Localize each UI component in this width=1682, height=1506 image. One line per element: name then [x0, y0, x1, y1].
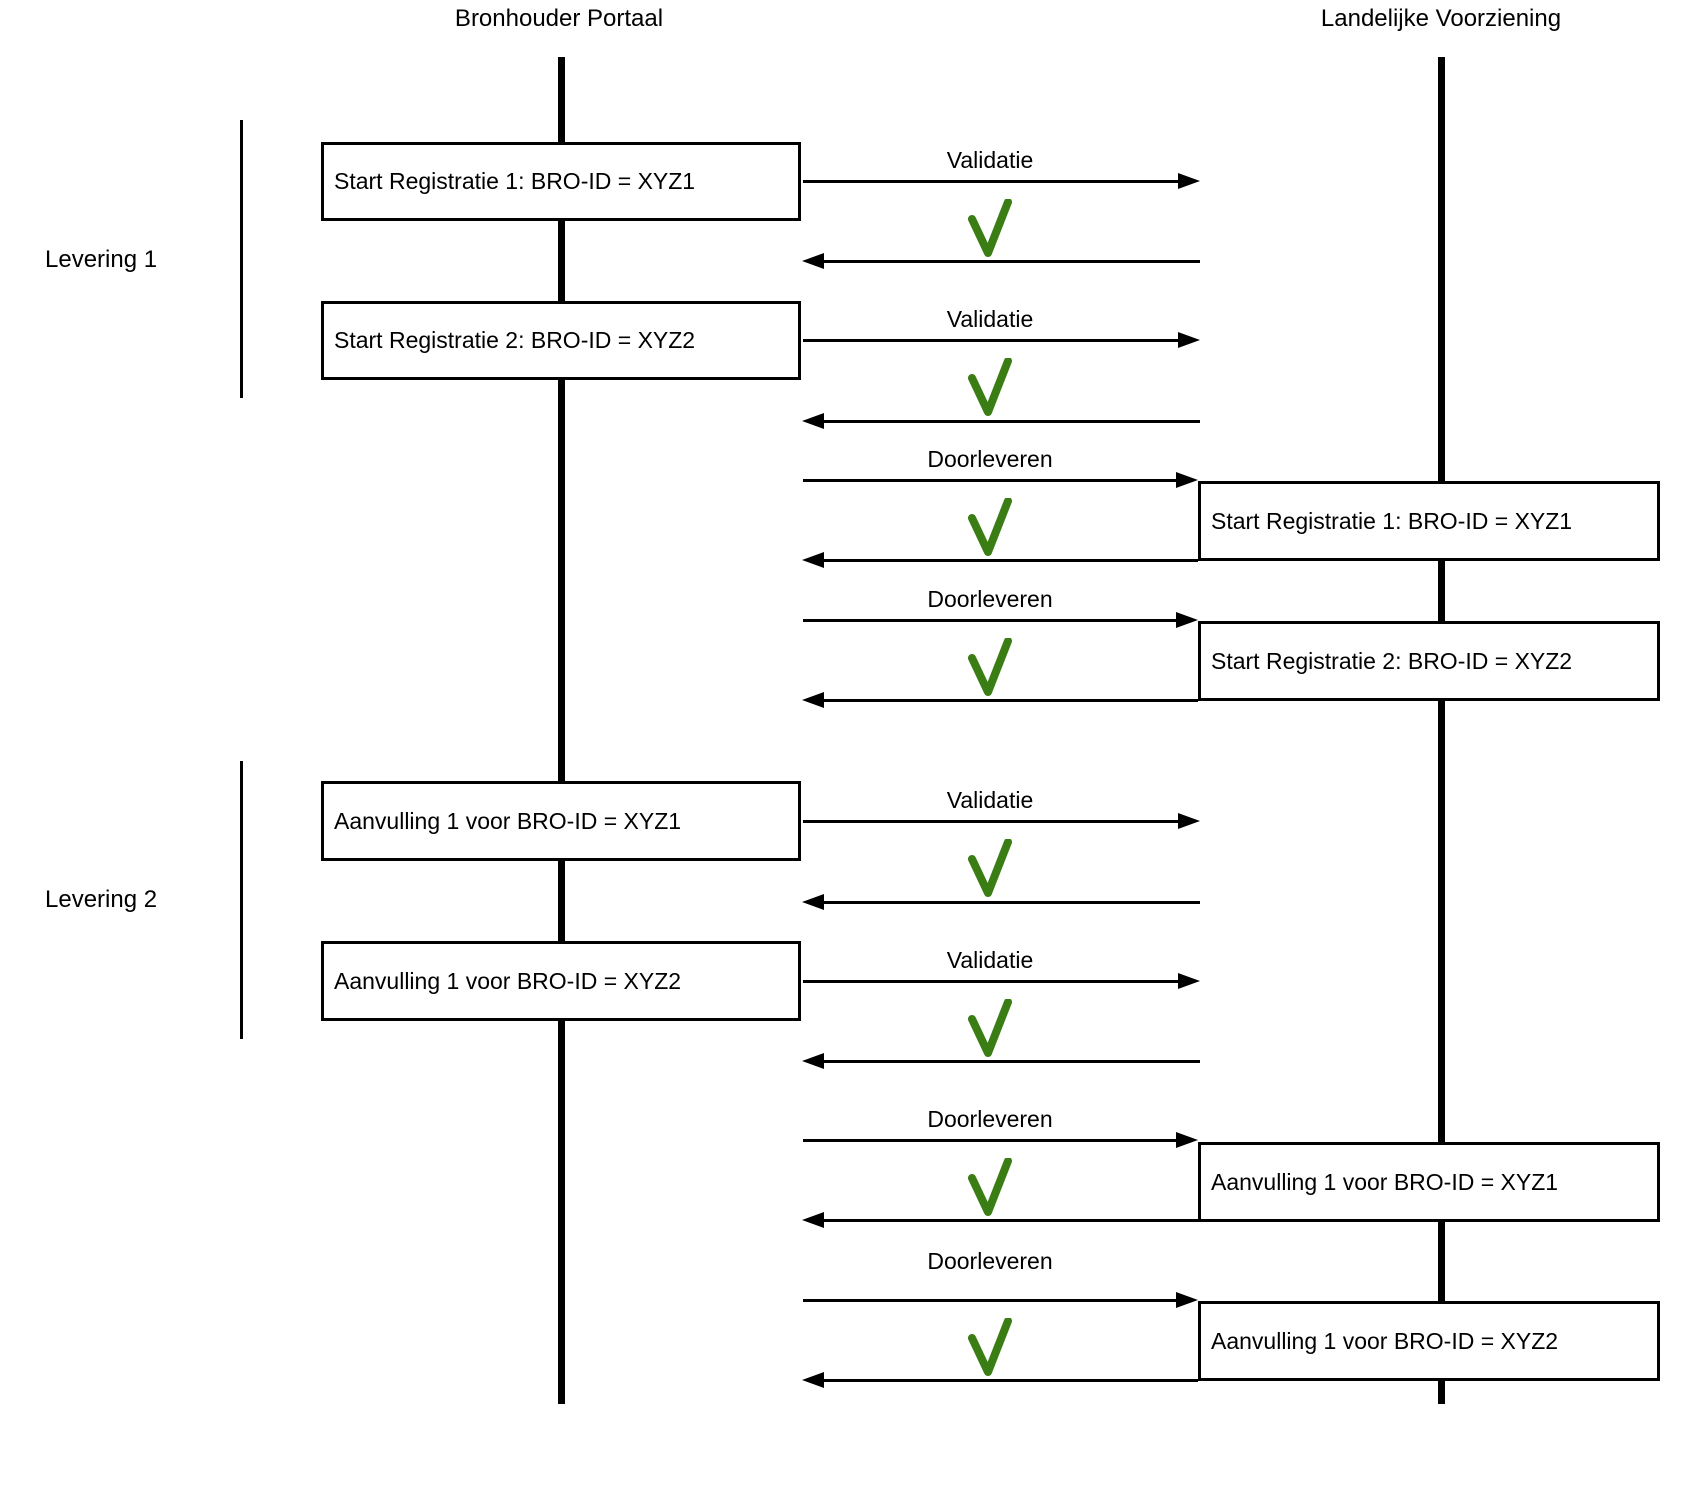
request-arrow-line — [803, 1299, 1178, 1302]
check-icon — [968, 498, 1012, 556]
portal-box-aanvulling-1-xyz1: Aanvulling 1 voor BRO-ID = XYZ1 — [321, 781, 801, 861]
lifeline-landelijke-voorziening — [1438, 57, 1445, 1404]
message-label: Validatie — [946, 787, 1034, 813]
lane-title-bronhouder-portaal: Bronhouder Portaal — [454, 5, 664, 32]
arrowhead-left-icon — [802, 1372, 824, 1388]
arrowhead-right-icon — [1176, 612, 1198, 628]
request-arrow-line — [803, 980, 1180, 983]
arrowhead-right-icon — [1178, 813, 1200, 829]
portal-box-label: Start Registratie 2: BRO-ID = XYZ2 — [334, 327, 696, 353]
response-arrow-line — [822, 260, 1200, 263]
portal-box-aanvulling-1-xyz2: Aanvulling 1 voor BRO-ID = XYZ2 — [321, 941, 801, 1021]
check-icon — [968, 1318, 1012, 1376]
response-arrow-line — [822, 1379, 1198, 1382]
lv-box-start-registratie-2: Start Registratie 2: BRO-ID = XYZ2 — [1198, 621, 1660, 701]
lv-box-aanvulling-1-xyz1: Aanvulling 1 voor BRO-ID = XYZ1 — [1198, 1142, 1660, 1222]
arrowhead-left-icon — [802, 894, 824, 910]
arrowhead-left-icon — [802, 692, 824, 708]
request-arrow-line — [803, 479, 1178, 482]
lane-title-landelijke-voorziening: Landelijke Voorziening — [1320, 5, 1562, 32]
group-label-levering-1: Levering 1 — [45, 246, 158, 273]
arrowhead-left-icon — [802, 1212, 824, 1228]
message-label: Validatie — [946, 306, 1034, 332]
group-bracket-levering-2 — [240, 761, 243, 1039]
response-arrow-line — [822, 420, 1200, 423]
response-arrow-line — [822, 559, 1198, 562]
portal-box-start-registratie-2: Start Registratie 2: BRO-ID = XYZ2 — [321, 301, 801, 380]
response-arrow-line — [822, 1219, 1198, 1222]
lv-box-start-registratie-1: Start Registratie 1: BRO-ID = XYZ1 — [1198, 481, 1660, 561]
request-arrow-line — [803, 180, 1180, 183]
portal-box-start-registratie-1: Start Registratie 1: BRO-ID = XYZ1 — [321, 142, 801, 221]
arrowhead-left-icon — [802, 552, 824, 568]
check-icon — [968, 199, 1012, 257]
message-label: Doorleveren — [927, 446, 1053, 472]
portal-box-label: Aanvulling 1 voor BRO-ID = XYZ2 — [334, 967, 682, 994]
request-arrow-line — [803, 339, 1180, 342]
message-label: Validatie — [946, 947, 1034, 973]
lv-box-label: Aanvulling 1 voor BRO-ID = XYZ2 — [1211, 1327, 1559, 1354]
request-arrow-line — [803, 820, 1180, 823]
response-arrow-line — [822, 901, 1200, 904]
response-arrow-line — [822, 1060, 1200, 1063]
lv-box-label: Start Registratie 2: BRO-ID = XYZ2 — [1211, 647, 1573, 674]
portal-box-label: Aanvulling 1 voor BRO-ID = XYZ1 — [334, 807, 682, 834]
group-label-levering-2: Levering 2 — [45, 886, 158, 913]
check-icon — [968, 839, 1012, 897]
lv-box-aanvulling-1-xyz2: Aanvulling 1 voor BRO-ID = XYZ2 — [1198, 1301, 1660, 1381]
group-bracket-levering-1 — [240, 120, 243, 398]
arrowhead-right-icon — [1178, 973, 1200, 989]
request-arrow-line — [803, 1139, 1178, 1142]
check-icon — [968, 1158, 1012, 1216]
message-label: Doorleveren — [927, 1248, 1053, 1274]
arrowhead-left-icon — [802, 253, 824, 269]
check-icon — [968, 358, 1012, 416]
arrowhead-right-icon — [1176, 1292, 1198, 1308]
arrowhead-left-icon — [802, 413, 824, 429]
check-icon — [968, 638, 1012, 696]
arrowhead-right-icon — [1176, 1132, 1198, 1148]
lv-box-label: Start Registratie 1: BRO-ID = XYZ1 — [1211, 507, 1573, 534]
portal-box-label: Start Registratie 1: BRO-ID = XYZ1 — [334, 168, 696, 194]
message-label: Validatie — [946, 147, 1034, 173]
lv-box-label: Aanvulling 1 voor BRO-ID = XYZ1 — [1211, 1168, 1559, 1195]
arrowhead-right-icon — [1178, 173, 1200, 189]
lifeline-bronhouder-portaal — [558, 57, 565, 1404]
arrowhead-left-icon — [802, 1053, 824, 1069]
request-arrow-line — [803, 619, 1178, 622]
response-arrow-line — [822, 699, 1198, 702]
arrowhead-right-icon — [1176, 472, 1198, 488]
arrowhead-right-icon — [1178, 332, 1200, 348]
message-label: Doorleveren — [927, 586, 1053, 612]
check-icon — [968, 999, 1012, 1057]
message-label: Doorleveren — [927, 1106, 1053, 1132]
